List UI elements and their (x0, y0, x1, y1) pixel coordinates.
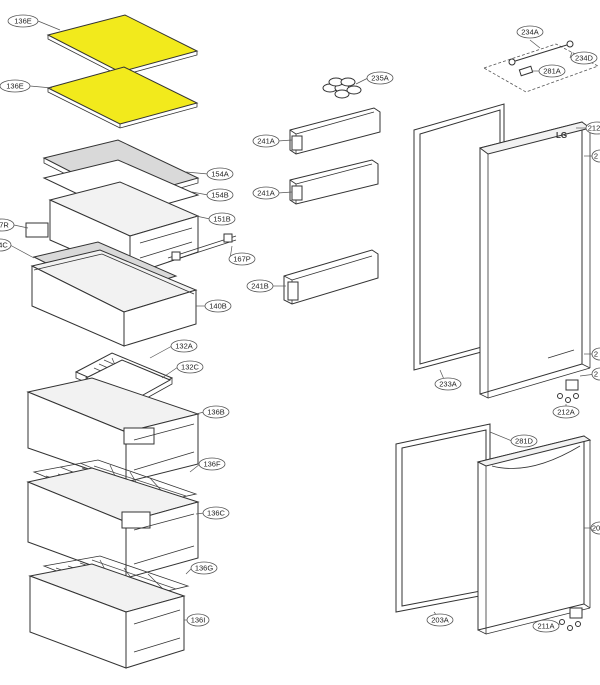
callout-241b: 241B (246, 279, 274, 293)
callout-136e-a: 136E (7, 14, 39, 28)
svg-text:241A: 241A (257, 189, 275, 198)
svg-text:140B: 140B (209, 302, 227, 311)
svg-text:212: 212 (588, 124, 600, 133)
svg-text:20: 20 (592, 524, 600, 533)
callout-234a: 234A (516, 25, 544, 39)
callout-140b: 140B (204, 299, 232, 313)
svg-text:132C: 132C (181, 363, 200, 372)
svg-text:281A: 281A (543, 67, 561, 76)
callout-281d: 281D (510, 434, 538, 448)
svg-text:233A: 233A (439, 380, 457, 389)
callout-234d: 234D (570, 51, 598, 65)
callout-136e-b: 136E (0, 79, 31, 93)
svg-text:136C: 136C (207, 509, 226, 518)
svg-text:136F: 136F (203, 460, 221, 469)
callout-167r: 7R (0, 218, 15, 232)
svg-text:2: 2 (594, 370, 598, 379)
lower-crisper-drawer (30, 249, 198, 347)
svg-text:151B: 151B (213, 215, 231, 224)
callout-20-door: 20 (590, 521, 600, 535)
drawer-slide-rail (167, 233, 237, 263)
callout-151b: 151B (208, 212, 236, 226)
svg-text:136E: 136E (6, 82, 24, 91)
svg-text:241A: 241A (257, 137, 275, 146)
svg-text:132A: 132A (175, 342, 193, 351)
freezer-drawer-136b (26, 377, 200, 483)
callout-211a: 211A (532, 619, 560, 633)
svg-text:211A: 211A (538, 622, 555, 631)
svg-text:212A: 212A (557, 408, 575, 417)
door-bin-241b (283, 249, 379, 305)
callout-2-hinge-1: 2 (591, 347, 600, 361)
svg-text:203A: 203A (431, 616, 449, 625)
svg-text:241B: 241B (251, 282, 269, 291)
freezer-door-lower (476, 435, 592, 635)
egg-holder-235a (322, 77, 362, 99)
callout-154a: 154A (206, 167, 234, 181)
refrigerator-door-upper: LG (478, 121, 592, 399)
callout-281a: 281A (538, 64, 566, 78)
callout-241a-2: 241A (252, 186, 280, 200)
callout-167p: 167P (228, 252, 256, 266)
svg-text:234A: 234A (521, 28, 539, 37)
svg-text:154B: 154B (211, 191, 229, 200)
svg-text:234D: 234D (575, 54, 594, 63)
callout-2-door: 2 (591, 149, 600, 163)
callout-132a: 132A (170, 339, 198, 353)
callout-212-top: 212 (585, 121, 600, 135)
callout-136g: 136G (190, 561, 218, 575)
svg-text:235A: 235A (371, 74, 389, 83)
callout-2-hinge-2: 2 (591, 367, 600, 381)
callout-241a-1: 241A (252, 134, 280, 148)
callout-136i: 136I (186, 613, 210, 627)
handle-kit-234a (483, 40, 599, 93)
svg-text:136I: 136I (191, 616, 206, 625)
freezer-drawer-136i (28, 563, 186, 669)
svg-text:167P: 167P (233, 255, 251, 264)
callout-203a: 203A (426, 613, 454, 627)
callout-136c: 136C (202, 506, 230, 520)
svg-text:7R: 7R (0, 221, 9, 230)
callout-154b: 154B (206, 188, 234, 202)
svg-text:136E: 136E (14, 17, 32, 26)
door-bin-241a-upper (289, 107, 381, 155)
svg-text:281D: 281D (515, 437, 534, 446)
freezer-drawer-136c (26, 467, 200, 579)
callout-235a: 235A (366, 71, 394, 85)
egg-tray (74, 352, 174, 405)
svg-text:136B: 136B (207, 408, 225, 417)
callout-132c: 132C (176, 360, 204, 374)
glass-shelf-lower (46, 66, 199, 129)
svg-text:4C: 4C (0, 241, 8, 250)
callout-136f: 136F (198, 457, 226, 471)
hinge-assembly-lower (559, 607, 583, 631)
callout-154c: 4C (0, 238, 12, 252)
lg-logo: LG (556, 131, 567, 140)
callout-212a: 212A (552, 405, 580, 419)
svg-text:2: 2 (594, 152, 598, 161)
glass-shelf-upper (46, 14, 199, 77)
svg-text:154A: 154A (211, 170, 229, 179)
svg-text:136G: 136G (195, 564, 214, 573)
hinge-assembly-upper (557, 379, 579, 403)
door-gasket-203a (395, 423, 491, 613)
callout-136b: 136B (202, 405, 230, 419)
door-bin-241a-lower (289, 159, 379, 205)
svg-text:2: 2 (594, 350, 598, 359)
callout-233a: 233A (434, 377, 462, 391)
